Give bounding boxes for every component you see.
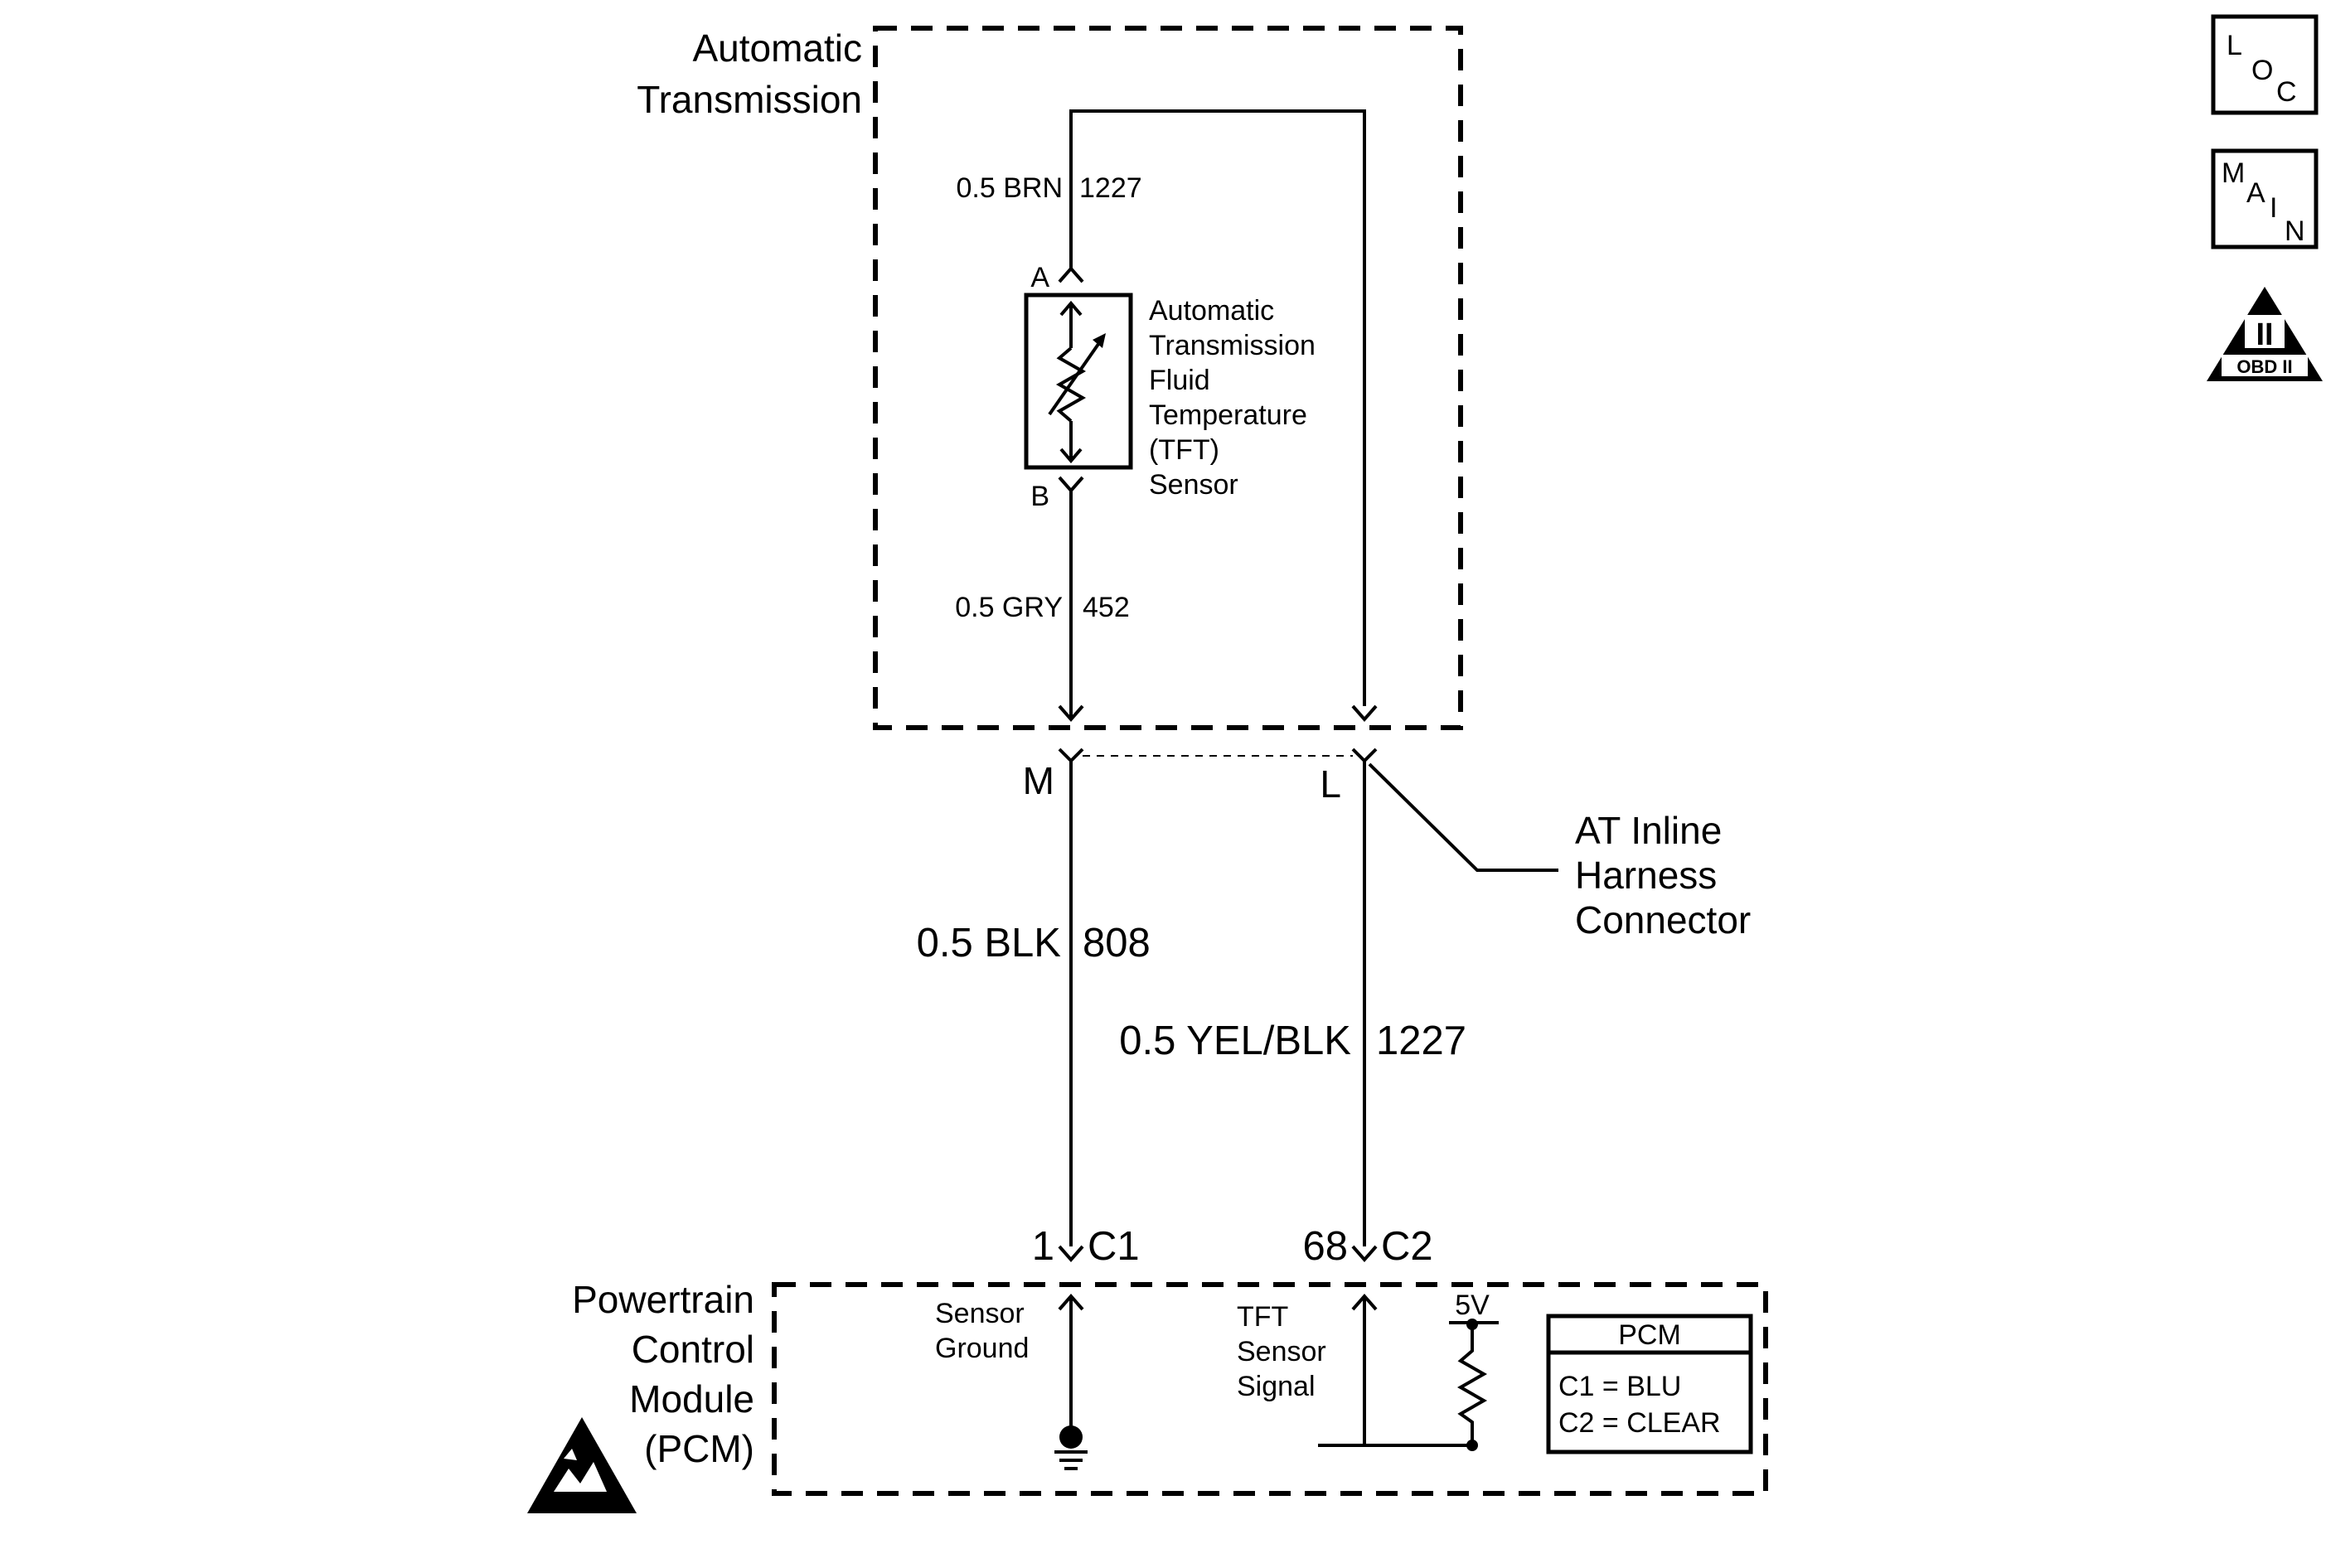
ground-symbol-icon xyxy=(1054,1450,1088,1470)
svg-text:Ground: Ground xyxy=(935,1333,1029,1364)
pcm-pin-68: 68 xyxy=(1302,1224,1348,1269)
sensor-pin-b: B xyxy=(1030,481,1049,512)
pcm-table-title: PCM xyxy=(1618,1319,1681,1351)
yelblk-wire-circuit: 1227 xyxy=(1376,1019,1466,1063)
ground-up-arrow-icon xyxy=(1058,1293,1084,1311)
tft-sensor-label: Automatic Transmission Fluid Temperature… xyxy=(1149,295,1316,501)
inline-pin-m: M xyxy=(1023,759,1054,802)
pcm-table-row-c1: C1 = BLU xyxy=(1558,1371,1681,1402)
inline-pin-l: L xyxy=(1320,762,1341,806)
svg-text:A: A xyxy=(2246,177,2265,209)
svg-text:(PCM): (PCM) xyxy=(644,1427,754,1470)
svg-text:Automatic: Automatic xyxy=(1149,295,1274,327)
loc-icon[interactable]: L O C xyxy=(2211,14,2319,115)
pullup-resistor-icon xyxy=(1456,1324,1488,1445)
svg-text:TFT: TFT xyxy=(1237,1301,1288,1333)
svg-text:Sensor: Sensor xyxy=(1237,1336,1326,1367)
svg-text:AT Inline: AT Inline xyxy=(1575,809,1722,852)
sensor-pin-a: A xyxy=(1030,262,1049,293)
svg-text:Transmission: Transmission xyxy=(1149,330,1316,361)
pcm-conn-c2: C2 xyxy=(1381,1224,1433,1269)
main-icon[interactable]: M A I N xyxy=(2211,148,2319,249)
pcm-enclosure xyxy=(772,1282,1768,1496)
svg-text:Module: Module xyxy=(629,1377,754,1420)
svg-text:Connector: Connector xyxy=(1575,898,1751,941)
sensor-up-arrow-icon xyxy=(1059,300,1083,317)
blk-wire-circuit: 808 xyxy=(1083,921,1151,965)
svg-text:Sensor: Sensor xyxy=(935,1298,1025,1329)
pcm-conn-c1: C1 xyxy=(1088,1224,1140,1269)
svg-text:(TFT): (TFT) xyxy=(1149,434,1219,466)
svg-text:O: O xyxy=(2251,55,2273,86)
m-receptacle-icon xyxy=(1058,748,1084,763)
transmission-enclosure xyxy=(873,26,1463,730)
esd-warning-icon xyxy=(527,1417,637,1513)
inline-connector-label: AT Inline Harness Connector xyxy=(1575,809,1751,941)
c1-receptacle-icon xyxy=(1058,1245,1084,1263)
inline-connector-leader xyxy=(1368,762,1558,872)
svg-text:Temperature: Temperature xyxy=(1149,399,1307,431)
svg-text:Harness: Harness xyxy=(1575,854,1717,897)
svg-text:M: M xyxy=(2222,157,2245,189)
pcm-label: Powertrain Control Module (PCM) xyxy=(572,1278,754,1470)
tft-sensor-box xyxy=(1024,293,1133,470)
ground-node-icon xyxy=(1059,1425,1083,1449)
svg-text:I: I xyxy=(2270,192,2277,224)
gry-wire-label: 0.5 GRY xyxy=(955,592,1063,623)
pin-b-connector-icon xyxy=(1058,476,1084,494)
yelblk-wire-label: 0.5 YEL/BLK xyxy=(1119,1019,1351,1063)
sensor-ground-label: Sensor Ground xyxy=(935,1298,1029,1364)
svg-text:L: L xyxy=(2227,30,2242,61)
svg-text:OBD II: OBD II xyxy=(2236,356,2292,377)
svg-text:Powertrain: Powertrain xyxy=(572,1278,754,1321)
pin-a-connector-icon xyxy=(1058,265,1084,283)
tft-signal-label: TFT Sensor Signal xyxy=(1237,1301,1326,1402)
thermistor-icon xyxy=(1055,346,1087,423)
gry-wire-circuit: 452 xyxy=(1083,592,1130,623)
svg-text:N: N xyxy=(2285,215,2305,247)
l-receptacle-icon xyxy=(1351,748,1378,763)
variable-arrow-icon xyxy=(1048,336,1104,416)
reference-voltage: 5V xyxy=(1455,1290,1490,1321)
brn-wire-loop xyxy=(1069,109,1366,706)
pcm-connector-table: PCM C1 = BLU C2 = CLEAR xyxy=(1546,1314,1753,1454)
svg-text:Signal: Signal xyxy=(1237,1371,1316,1402)
svg-text:Control: Control xyxy=(632,1328,754,1371)
sensor-down-arrow-icon xyxy=(1059,448,1083,464)
transmission-label-line1: Automatic xyxy=(692,27,862,70)
pcm-pin-1: 1 xyxy=(1032,1224,1054,1269)
signal-up-arrow-icon xyxy=(1351,1293,1378,1311)
brn-wire-label: 0.5 BRN xyxy=(957,172,1064,204)
transmission-label-line2: Transmission xyxy=(637,78,862,121)
svg-text:Fluid: Fluid xyxy=(1149,365,1210,396)
svg-text:C: C xyxy=(2276,76,2297,108)
c2-receptacle-icon xyxy=(1351,1245,1378,1263)
brn-wire-circuit: 1227 xyxy=(1079,172,1142,204)
blk-wire-label: 0.5 BLK xyxy=(917,921,1062,965)
variable-arrowhead-icon xyxy=(1093,333,1106,348)
m-arrow-icon xyxy=(1058,704,1084,723)
obd-ii-icon[interactable]: II OBD II xyxy=(2207,287,2323,381)
svg-text:Sensor: Sensor xyxy=(1149,469,1238,501)
l-arrow-icon xyxy=(1351,704,1378,723)
svg-text:II: II xyxy=(2256,317,2273,352)
pcm-table-row-c2: C2 = CLEAR xyxy=(1558,1407,1721,1439)
